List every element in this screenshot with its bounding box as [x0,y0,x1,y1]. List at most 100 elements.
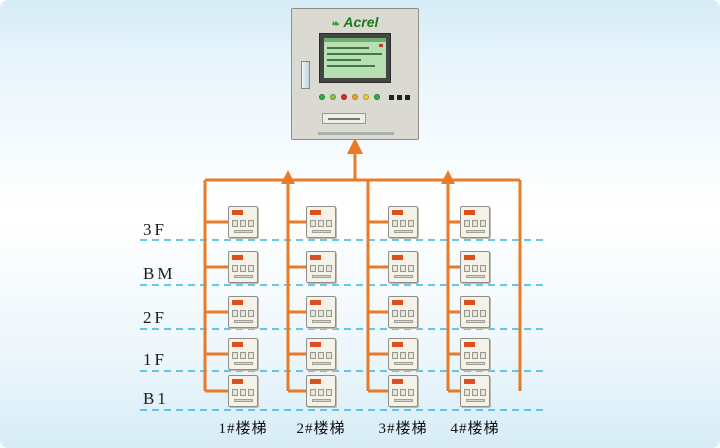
device-label-chip [392,342,403,347]
floor-label-3f: 3F [143,220,167,239]
device-unit [306,375,336,407]
device-slot [234,275,253,278]
device-slot [234,362,253,365]
device-buttons [232,352,254,359]
device-unit [306,206,336,238]
device-buttons [464,310,486,317]
device-buttons [392,352,414,359]
device-slot [394,275,413,278]
flow-arrow-to-panel [347,138,363,154]
device-label-chip [464,379,475,384]
device-unit [460,375,490,407]
device-buttons [392,220,414,227]
device-slot [466,230,485,233]
printer-slot-opening [328,118,360,120]
device-label-chip [310,379,321,384]
device-unit [228,338,258,370]
device-label-chip [392,300,403,305]
device-unit [460,338,490,370]
device-slot [466,362,485,365]
device-label-chip [232,210,243,215]
panel-button [405,95,410,100]
device-unit [460,206,490,238]
device-label-chip [464,210,475,215]
panel-screen [319,33,391,83]
device-buttons [232,220,254,227]
device-slot [466,275,485,278]
stair-label-4: 4#楼梯 [450,421,500,437]
device-unit [228,375,258,407]
device-unit [388,251,418,283]
device-slot [312,362,331,365]
device-label-chip [464,342,475,347]
device-buttons [310,310,332,317]
device-unit [388,338,418,370]
device-label-chip [392,379,403,384]
device-slot [312,320,331,323]
device-slot [234,399,253,402]
device-unit [388,296,418,328]
panel-button [397,95,402,100]
flow-arrow-right [441,170,455,184]
device-unit [228,296,258,328]
leaf-icon: ❧ [331,19,340,30]
brand-logo: ❧ Acrel [292,14,418,30]
device-buttons [464,352,486,359]
device-buttons [310,265,332,272]
device-slot [312,230,331,233]
device-slot [394,320,413,323]
gauge-tube [301,61,310,89]
indicator-light-lime [330,94,336,100]
screen-header-bar [324,38,386,42]
indicator-light-green [374,94,380,100]
screen-text-line [327,47,369,49]
device-buttons [232,310,254,317]
stair-label-2: 2#楼梯 [296,421,346,437]
floor-label-bm: BM [143,264,176,283]
device-label-chip [232,255,243,260]
floor-label-b1: B1 [143,389,169,408]
device-buttons [232,389,254,396]
brand-name: Acrel [343,14,379,30]
panel-caption-line [318,132,394,135]
device-buttons [232,265,254,272]
device-label-chip [232,300,243,305]
device-buttons [310,389,332,396]
device-buttons [464,220,486,227]
device-unit [306,251,336,283]
device-buttons [392,265,414,272]
device-slot [234,230,253,233]
floor-dashed-lines [140,239,548,411]
screen-text-line [327,53,382,55]
flow-arrow-left [281,170,295,184]
indicator-light-yellow [363,94,369,100]
device-label-chip [310,300,321,305]
device-unit [388,375,418,407]
indicator-light-green [319,94,325,100]
panel-button [389,95,394,100]
device-label-chip [232,379,243,384]
screen-text-line [327,59,361,61]
device-buttons [464,265,486,272]
device-buttons [392,389,414,396]
device-label-chip [392,210,403,215]
orange-wire-path [203,152,522,393]
device-slot [234,320,253,323]
indicator-lights [319,94,380,100]
indicator-light-red [341,94,347,100]
device-label-chip [232,342,243,347]
device-label-chip [464,300,475,305]
stair-label-3: 3#楼梯 [378,421,428,437]
floor-label-1f: 1F [143,350,167,369]
stair-label-1: 1#楼梯 [218,421,268,437]
device-buttons [310,220,332,227]
device-buttons [464,389,486,396]
device-label-chip [464,255,475,260]
device-label-chip [392,255,403,260]
device-slot [312,399,331,402]
device-unit [306,296,336,328]
device-label-chip [310,210,321,215]
device-unit [388,206,418,238]
